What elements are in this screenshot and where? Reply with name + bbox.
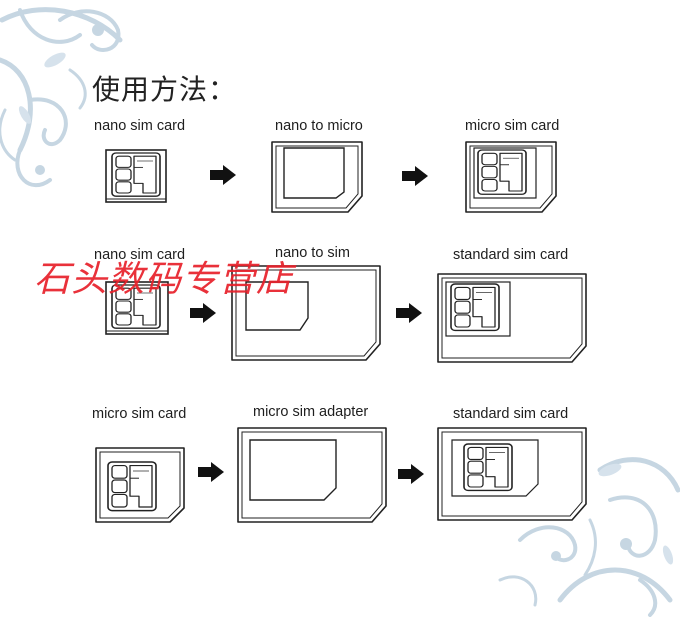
row-2-nano-sim-card <box>105 281 169 335</box>
row-1-arrow-1 <box>210 165 236 185</box>
row-2-left-label: nano sim card <box>94 247 186 263</box>
row-1-middle-label: nano to micro <box>275 118 363 134</box>
row-3-right-label: standard sim card <box>453 406 569 422</box>
row-1-nano-to-micro-adapter <box>271 141 363 213</box>
row-3-standard-sim-card <box>437 427 587 521</box>
page-title: 使用方法： <box>92 73 238 106</box>
row-2-standard-sim-card <box>437 273 587 363</box>
row-2-arrow-2 <box>396 303 422 323</box>
row-2-arrow-1 <box>190 303 216 323</box>
floral-ornament-top-left <box>0 7 123 188</box>
row-2-right-label: standard sim card <box>453 247 569 263</box>
row-3-middle-label: micro sim adapter <box>253 404 369 420</box>
floral-ornament-bottom-right <box>498 457 680 617</box>
row-1-right-label: micro sim card <box>465 118 560 134</box>
row-3-left-label: micro sim card <box>92 406 187 422</box>
shop-watermark: 石头数码专营店 <box>34 259 294 300</box>
row-2-nano-to-sim-adapter <box>231 265 381 361</box>
row-3-arrow-2 <box>398 464 424 484</box>
row-1-left-label: nano sim card <box>94 118 186 134</box>
row-1-arrow-2 <box>402 166 428 186</box>
row-3-arrow-1 <box>198 462 224 482</box>
row-1-nano-sim-card <box>105 149 167 203</box>
row-1-micro-sim-card <box>465 141 557 213</box>
row-3-micro-sim-card <box>95 447 185 523</box>
row-2-middle-label: nano to sim <box>275 245 350 261</box>
row-3-micro-sim-adapter <box>237 427 387 523</box>
